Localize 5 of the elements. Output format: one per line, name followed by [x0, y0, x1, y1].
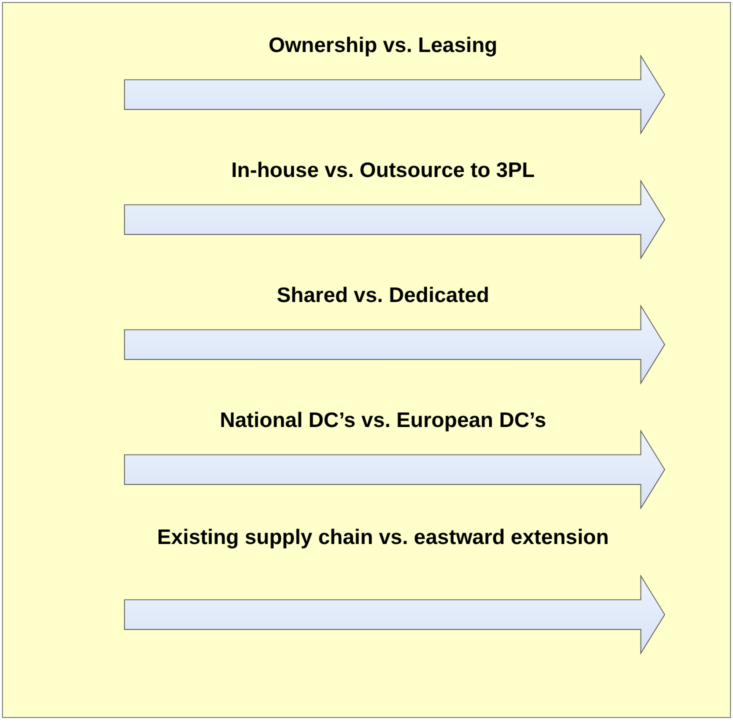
arrow-label: In-house vs. Outsource to 3PL	[230, 158, 536, 184]
arrow-label: Existing supply chain vs. eastward extension	[156, 525, 610, 551]
arrow-label: Shared vs. Dedicated	[276, 283, 490, 309]
arrow-label: National DC’s vs. European DC’s	[218, 408, 548, 434]
arrow-label: Ownership vs. Leasing	[268, 33, 498, 59]
